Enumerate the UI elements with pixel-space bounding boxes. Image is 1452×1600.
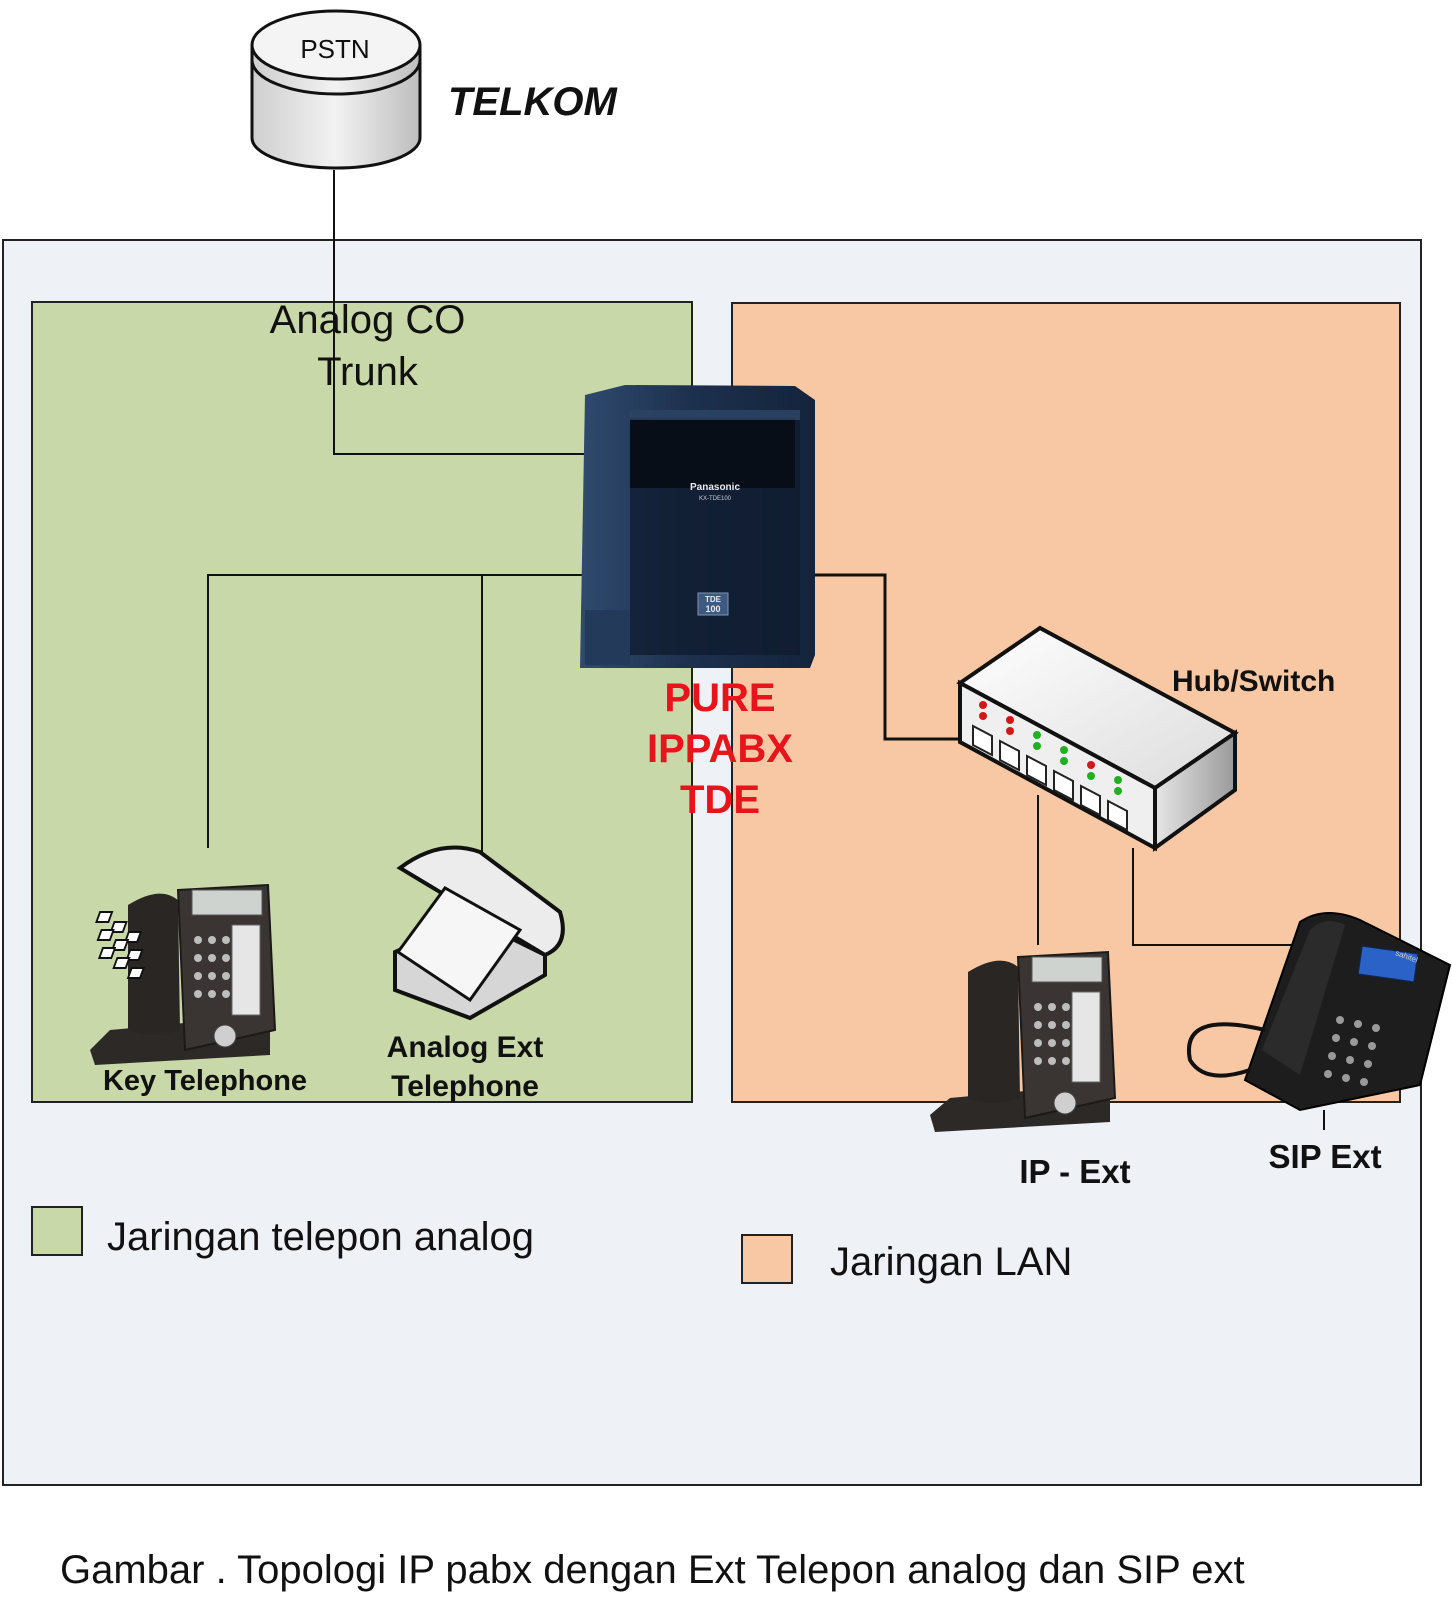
- telkom-label: TELKOM: [448, 80, 617, 124]
- legend-analog-swatch: [31, 1206, 83, 1256]
- pstn-label: PSTN: [300, 34, 370, 64]
- hub-sipext-line: [1132, 848, 1310, 946]
- legend-analog-label: Jaringan telepon analog: [107, 1215, 535, 1259]
- pbx-caption-line1: PURE: [664, 676, 776, 720]
- pbx-caption-line3: TDE: [680, 778, 760, 822]
- pbx-badge-top: TDE: [705, 595, 721, 604]
- trunk-label-line1: Analog CO: [269, 298, 466, 342]
- pbx-hub-line: [810, 573, 965, 741]
- analog-telephone-icon: [95, 845, 565, 1021]
- ip-ext-label: IP - Ext: [1019, 1153, 1131, 1190]
- hub-switch-icon: [956, 625, 1239, 852]
- legend-lan-swatch: [741, 1234, 793, 1284]
- pbx-brand: Panasonic: [689, 482, 741, 493]
- sip-ext-label: SIP Ext: [1268, 1138, 1382, 1175]
- pstn-cylinder-icon: [250, 9, 422, 170]
- connection-lines: [207, 170, 1325, 1130]
- trunk-label-line2: Trunk: [317, 350, 418, 394]
- pstn-trunk-line: [333, 170, 590, 455]
- key-phone-line: [207, 574, 592, 848]
- legend-lan-label: Jaringan LAN: [830, 1240, 1073, 1284]
- pbx-caption-line2: IPPABX: [647, 727, 793, 771]
- key-telephone-label: Key Telephone: [102, 1065, 308, 1097]
- key-telephone-icon: [90, 883, 277, 1065]
- pbx-model: KX-TDE100: [698, 496, 731, 502]
- analog-ext-label-line2: Telephone: [391, 1070, 539, 1103]
- pbx-unit-icon: [580, 385, 815, 668]
- pbx-badge-bottom: 100: [705, 604, 721, 614]
- sip-telephone-icon: [1186, 911, 1452, 1112]
- analog-ext-label-line1: Analog Ext: [386, 1031, 544, 1064]
- hub-label: Hub/Switch: [1172, 665, 1336, 698]
- figure-caption: Gambar . Topologi IP pabx dengan Ext Tel…: [60, 1548, 1245, 1592]
- ip-telephone-icon: [930, 950, 1117, 1132]
